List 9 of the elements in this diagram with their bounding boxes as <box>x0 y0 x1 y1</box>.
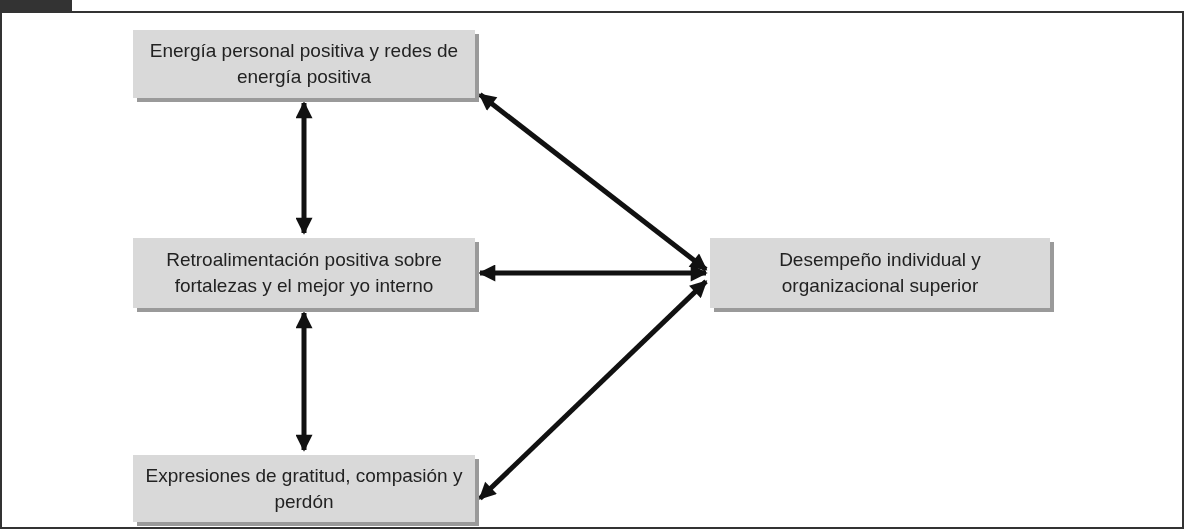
double-arrow <box>295 311 313 452</box>
box-label: Energía personal positiva y redes de energía positiva <box>148 39 460 89</box>
box-label: Expresiones de gratitud, compasión y perdón <box>144 463 464 514</box>
double-arrow <box>478 92 708 272</box>
box-label: Desempeño individual y organizacional superior <box>778 248 982 298</box>
double-arrow <box>478 264 708 282</box>
double-arrow <box>478 279 708 501</box>
double-arrow <box>295 101 313 235</box>
box-label: Retroalimentación positiva sobre fortalezas y el mejor yo interno <box>165 248 443 298</box>
